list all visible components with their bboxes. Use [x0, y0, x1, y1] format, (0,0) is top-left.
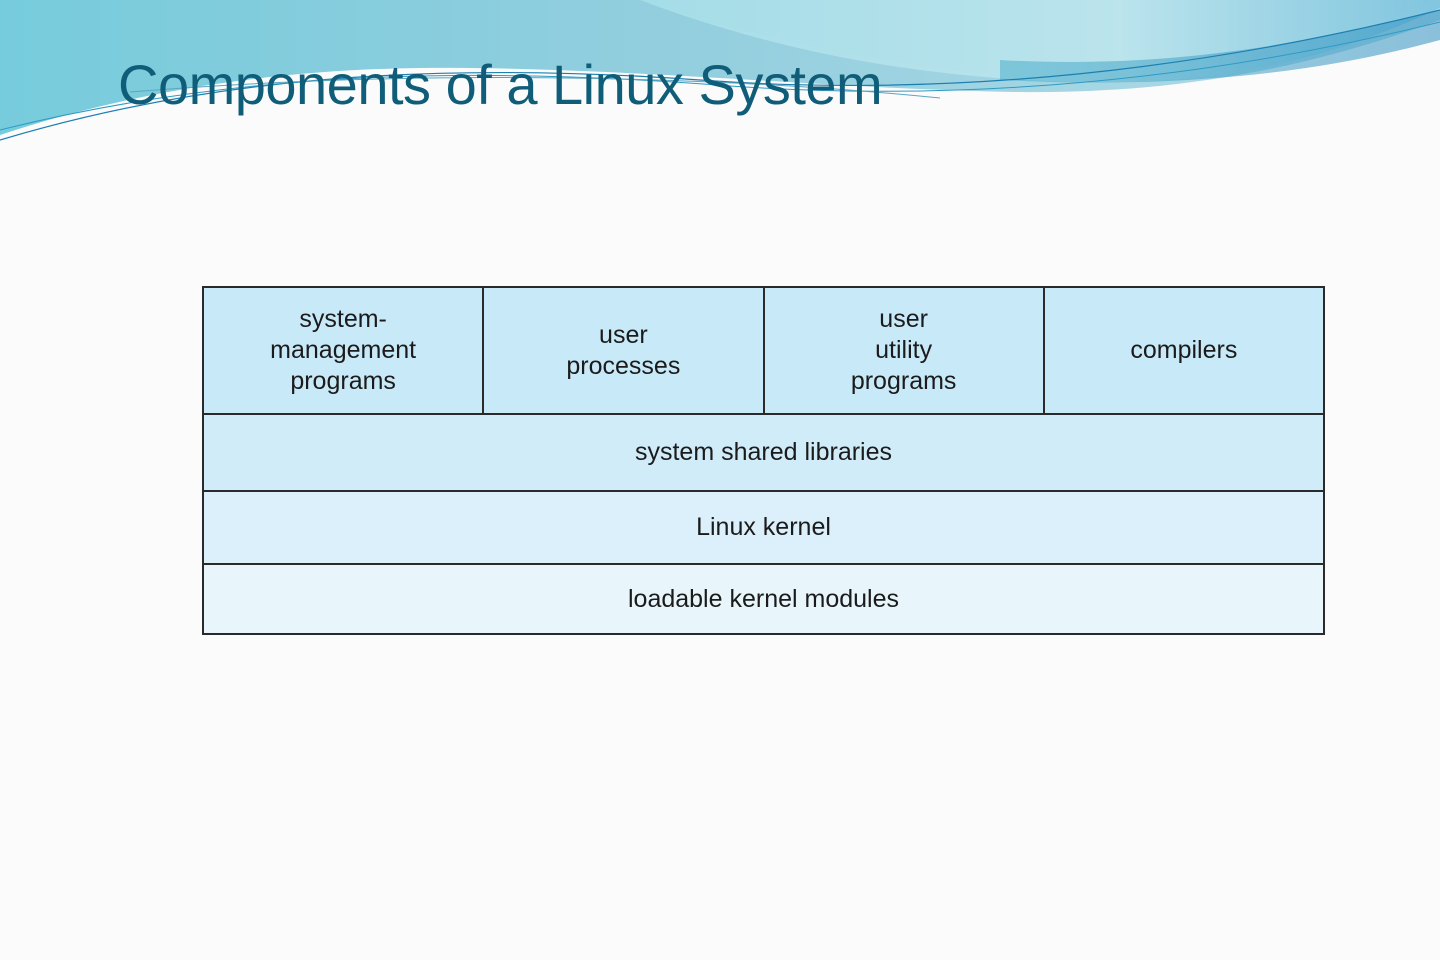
user-utility-programs-box: user utility programs: [765, 288, 1045, 413]
linux-kernel-layer: Linux kernel: [204, 492, 1323, 565]
system-shared-libraries-label: system shared libraries: [634, 438, 893, 466]
compilers-label: compilers: [1130, 336, 1238, 364]
user-space-row: system- management programs user process…: [204, 288, 1323, 415]
loadable-kernel-modules-layer: loadable kernel modules: [204, 565, 1323, 633]
user-processes-box: user processes: [484, 288, 765, 413]
system-management-programs-label: system- management programs: [270, 305, 417, 395]
compilers-box: compilers: [1045, 288, 1323, 413]
loadable-kernel-modules-label: loadable kernel modules: [627, 584, 899, 613]
linux-kernel-label: Linux kernel: [696, 513, 831, 541]
user-utility-programs-label: user utility programs: [850, 305, 957, 395]
system-shared-libraries-layer: system shared libraries: [204, 415, 1323, 492]
system-management-programs-box: system- management programs: [204, 288, 485, 413]
linux-components-diagram: system- management programs user process…: [202, 286, 1325, 635]
user-processes-label: user processes: [566, 320, 681, 380]
slide-title: Components of a Linux System: [118, 53, 883, 116]
